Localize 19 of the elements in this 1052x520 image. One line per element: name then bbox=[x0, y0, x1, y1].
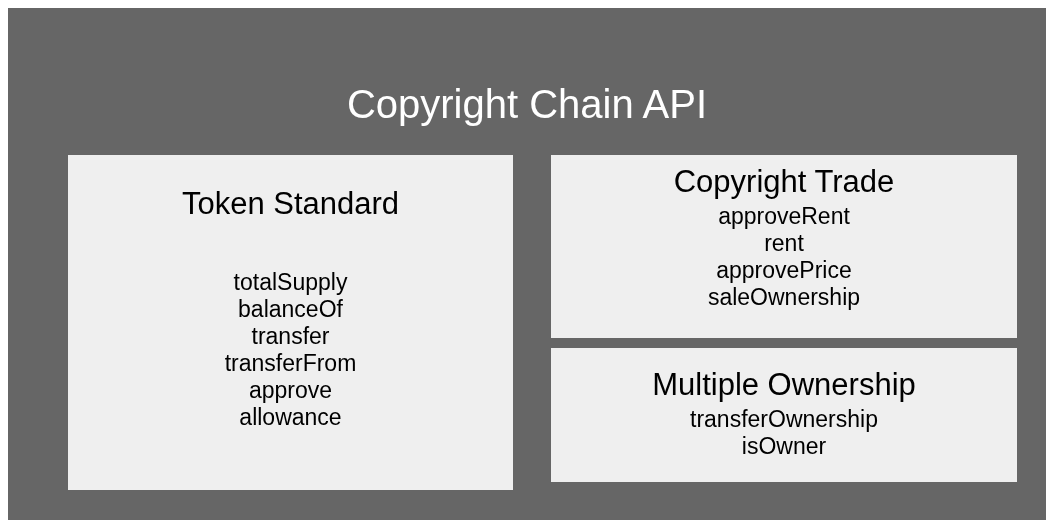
group-heading: Multiple Ownership bbox=[652, 366, 916, 404]
function-name: totalSupply bbox=[233, 269, 348, 296]
function-name: transfer bbox=[251, 323, 330, 350]
function-name: transferFrom bbox=[224, 350, 357, 377]
function-name: balanceOf bbox=[238, 296, 343, 323]
function-name: approvePrice bbox=[716, 257, 852, 284]
function-name: transferOwnership bbox=[690, 406, 878, 433]
api-group-box bbox=[551, 348, 1017, 482]
api-group-box bbox=[68, 155, 513, 490]
function-name: isOwner bbox=[741, 433, 827, 460]
function-name: allowance bbox=[239, 404, 342, 431]
function-name: saleOwnership bbox=[707, 284, 861, 311]
function-name: approve bbox=[248, 377, 333, 404]
diagram-title: Copyright Chain API bbox=[345, 81, 709, 128]
function-name: rent bbox=[764, 230, 804, 257]
api-group-box bbox=[551, 155, 1017, 338]
group-heading: Token Standard bbox=[181, 185, 400, 223]
function-name: approveRent bbox=[718, 203, 850, 230]
group-heading: Copyright Trade bbox=[673, 163, 895, 201]
